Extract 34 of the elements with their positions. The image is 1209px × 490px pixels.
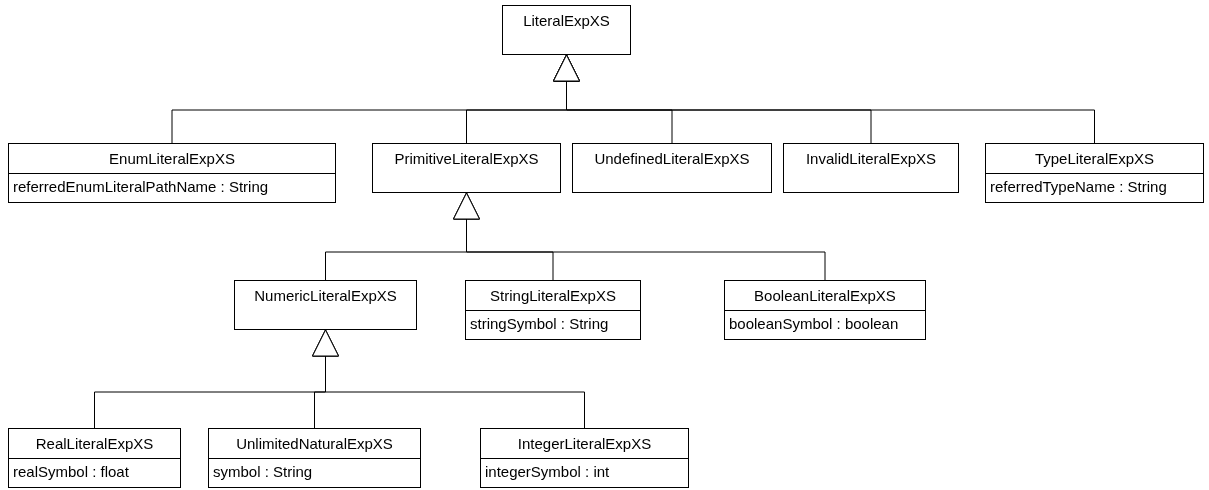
class-attribute: realSymbol : float [13,463,129,480]
generalization-arrow [453,192,826,281]
class-name: InvalidLiteralExpXS [805,150,937,169]
class-name: TypeLiteralExpXS [1034,150,1155,169]
class-box [8,428,181,488]
class-name: UndefinedLiteralExpXS [594,150,750,169]
class-name: BooleanLiteralExpXS [754,287,896,306]
class-attribute: booleanSymbol : boolean [729,315,899,332]
class-box [372,143,561,193]
class-box [724,280,926,340]
class-name: EnumLiteralExpXS [109,150,235,169]
class-name: RealLiteralExpXS [35,435,154,454]
class-box [502,5,631,55]
class-box [985,143,1204,203]
class-box [208,428,421,488]
class-name: NumericLiteralExpXS [254,287,397,306]
class-attribute: referredTypeName : String [990,178,1167,195]
class-name: IntegerLiteralExpXS [517,435,652,454]
class-box [234,280,417,330]
class-box [480,428,689,488]
class-attribute: integerSymbol : int [485,463,610,480]
class-attribute: stringSymbol : String [470,315,609,332]
class-attribute: referredEnumLiteralPathName : String [13,178,269,195]
class-name: StringLiteralExpXS [490,287,616,306]
class-name: LiteralExpXS [523,12,610,31]
generalization-arrow [312,329,585,429]
class-box [572,143,772,193]
class-attribute: symbol : String [213,463,313,480]
class-box [783,143,959,193]
class-box [465,280,641,340]
class-box [8,143,336,203]
generalization-arrow [553,54,1095,144]
class-name: UnlimitedNaturalExpXS [236,435,393,454]
class-name: PrimitiveLiteralExpXS [394,150,539,169]
